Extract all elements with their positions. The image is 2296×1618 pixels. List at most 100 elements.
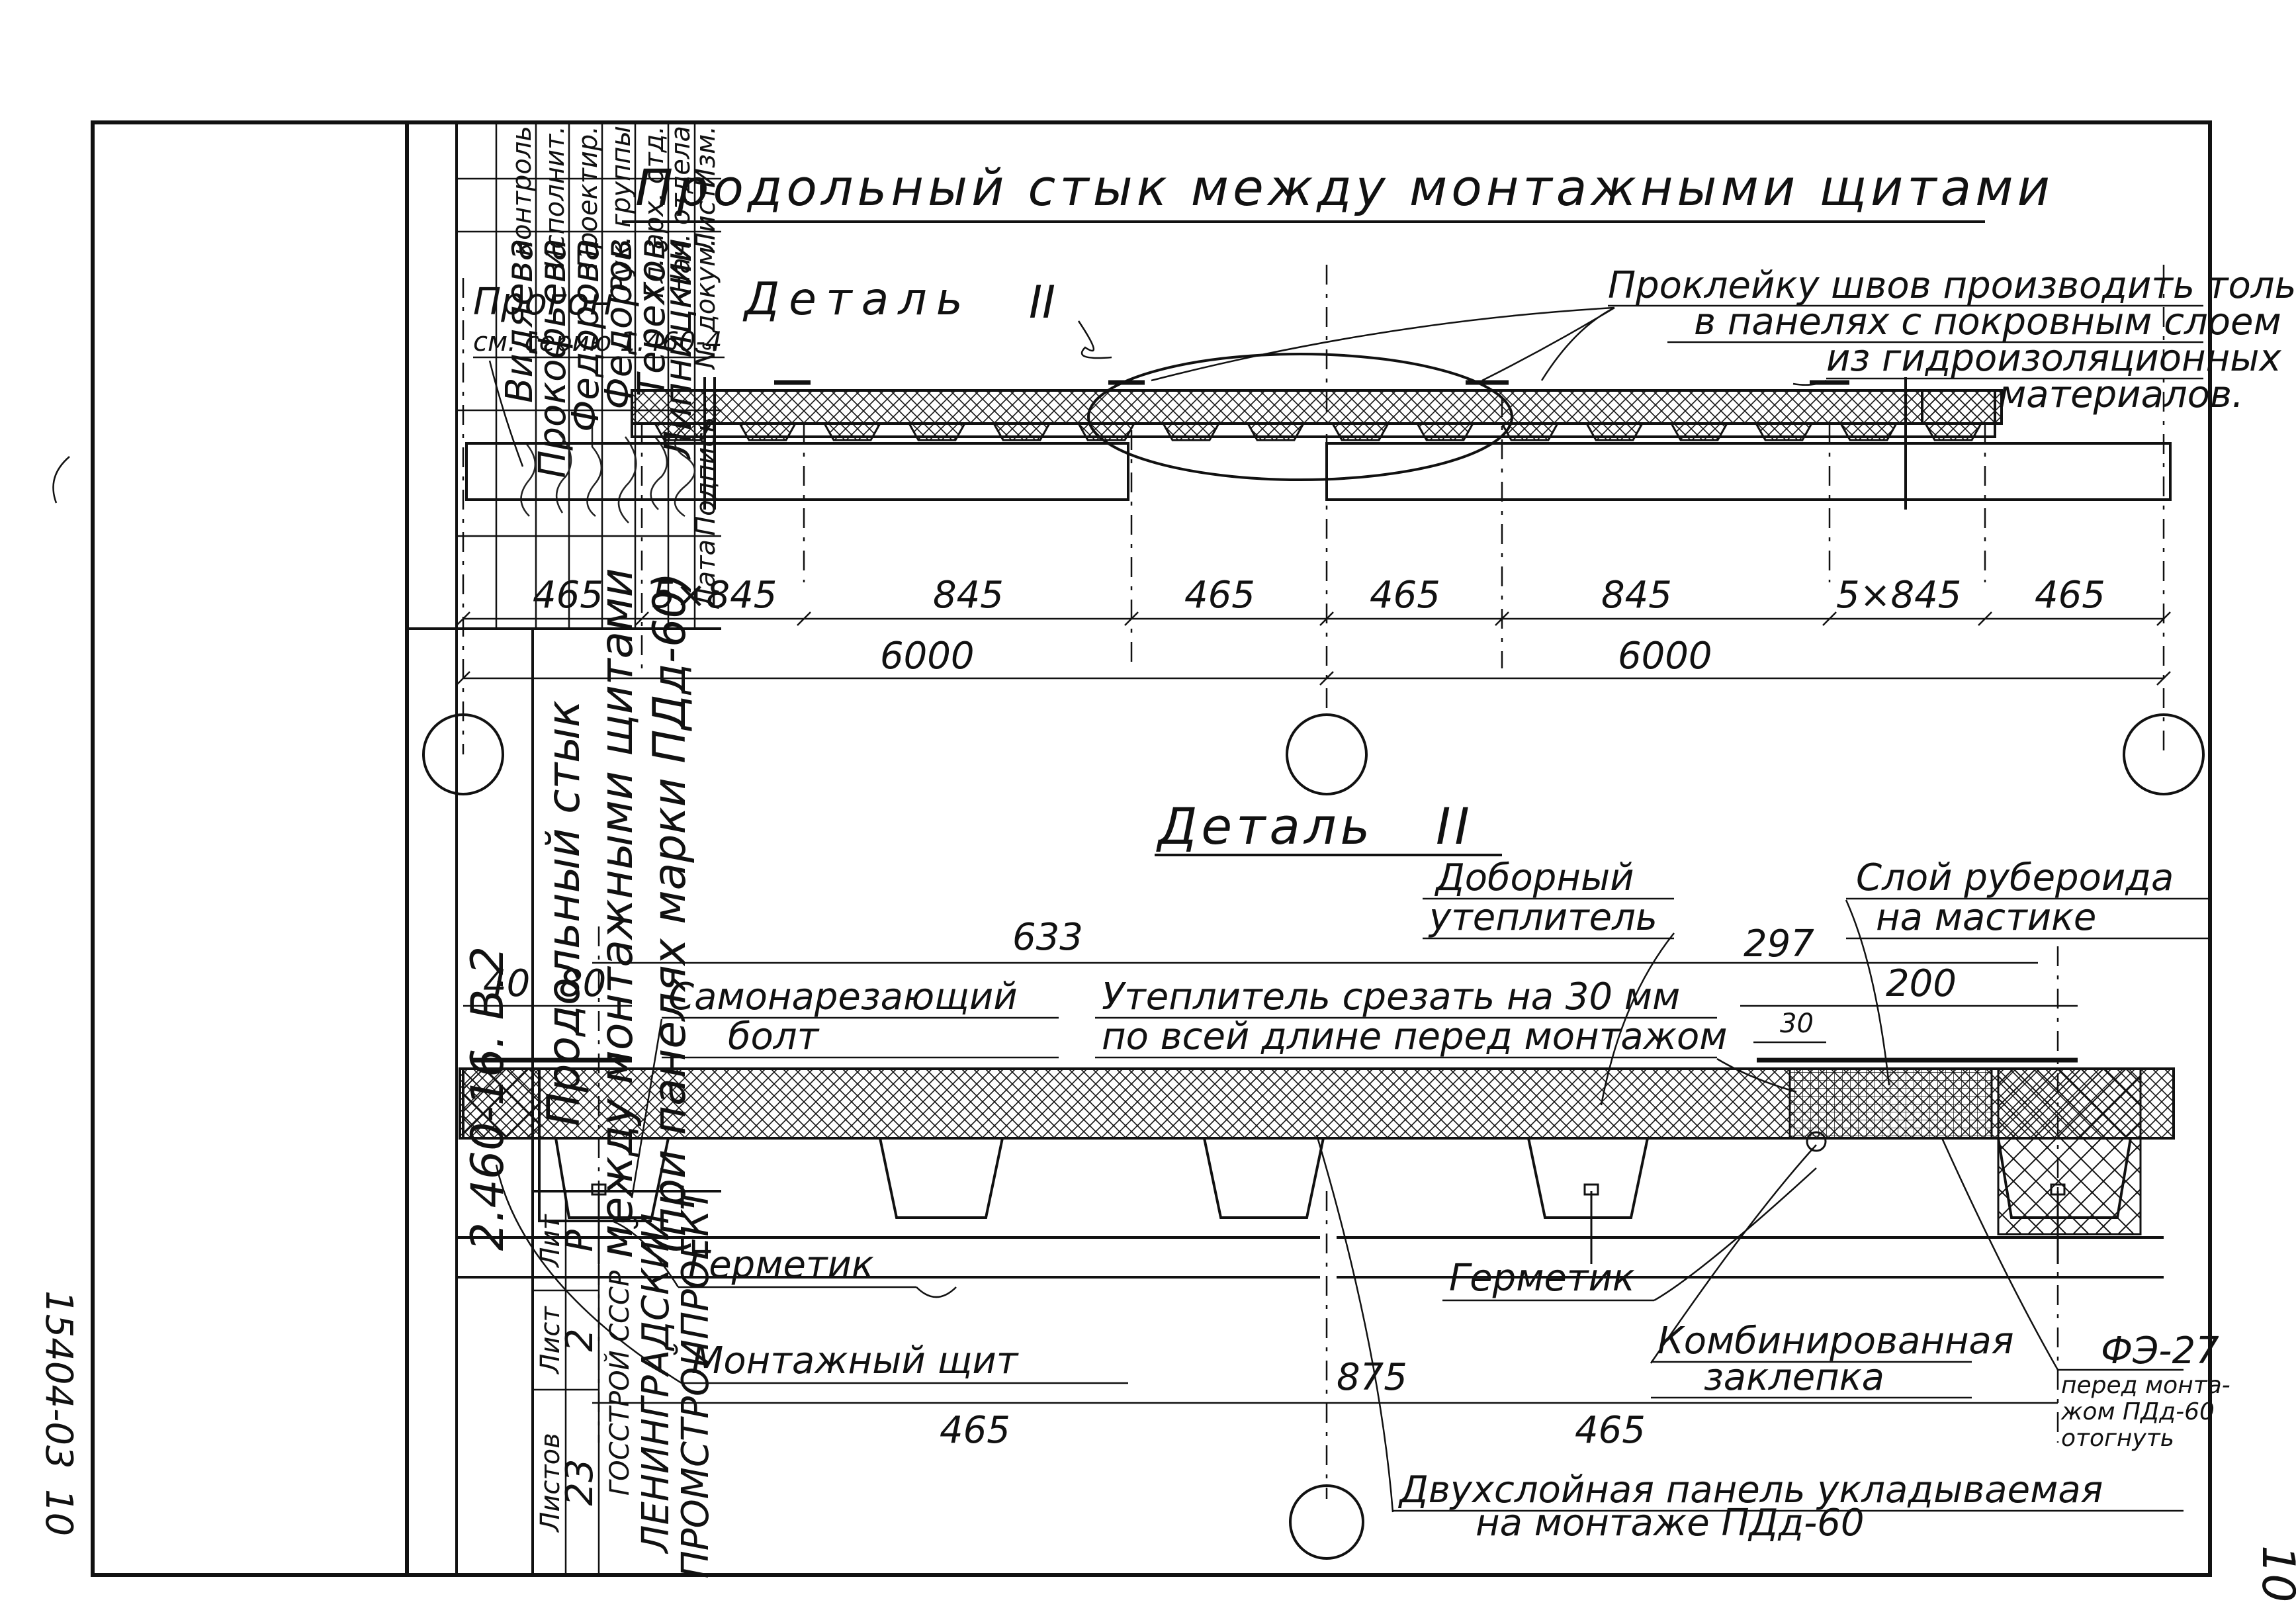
stage-value: Р [558,1230,601,1252]
page-number: 10 [2252,1545,2296,1603]
archive-num: 10 [37,1489,80,1536]
note-line-1: Проклейку швов производить только [1608,264,2296,307]
margin-code: 15404-03 10 [37,1290,80,1536]
sheet-value: 2 [558,1328,601,1352]
rivet-label-1: Комбинированная [1657,1320,2014,1363]
detail-ref: Деталь [742,273,972,326]
panel-label-2: на монтаже ПДд-60 [1476,1502,1865,1545]
name-4: Федорова [564,238,607,432]
org-line-1: ГОССТРОЙ СССР [603,1270,635,1496]
header-doc: № докум. [691,238,721,370]
note-line-3: из гидроизоляционных [1826,337,2281,380]
purlin [465,442,1129,501]
sheets-value: 23 [558,1459,601,1506]
profile-rib [1924,423,1982,441]
role-6: контроль [507,126,537,256]
title-block: Изм. Лист № докум. Подпись Дата Нач. отд… [407,122,721,1578]
profile-rib [993,423,1051,441]
sheet-info: Лит Лист Листов Р 2 23 ГОССТРОЙ СССР ЛЕН… [531,1185,717,1578]
axis-circle-right [2123,713,2205,795]
dim-6: 845 [1601,574,1672,617]
name-6: Видяева [498,238,541,403]
main-title: Продольный стык между монтажными щитами [635,158,2054,217]
profile-rib [1585,423,1644,441]
profiled-deck [543,1137,1853,1219]
profile-rib [1670,423,1728,441]
axis-circle-detail [1289,1484,1364,1560]
dim-3: 845 [933,574,1004,617]
fe-label-2: перед монта- [2061,1372,2230,1399]
detail-oval [1087,353,1513,481]
dim-40: 40 [483,962,530,1005]
header-list: Лист [691,184,721,253]
rivet-label-2: заклепка [1704,1356,1884,1399]
purlin-label: Прогон [473,281,613,324]
stamp-table: Изм. Лист № докум. Подпись Дата Нач. отд… [407,122,721,1576]
span-dim-1: 6000 [880,635,975,678]
span-dim-2: 6000 [1618,635,1712,678]
fe-label-1: ФЭ-27 [2101,1329,2219,1372]
dim-465-right: 465 [1575,1409,1646,1452]
cut-label-1: Утеплитель срезать на 30 мм [1102,975,1680,1018]
dim-30: 30 [1780,1009,1814,1039]
dim-465-left: 465 [940,1409,1010,1452]
sheet-header: Лист [535,1306,566,1375]
role-1: Нач. отдела [666,126,696,294]
dobor-label-2: утеплитель [1428,896,1657,939]
profile-rib [1247,423,1305,441]
sealant-label-right: Герметик [1449,1257,1635,1300]
dim-200: 200 [1886,962,1957,1005]
detail-ref-num: II [1029,277,1055,329]
dim-80: 80 [559,962,606,1005]
desc-line-3: (при панелях марки ПДд-60) [644,572,696,1255]
purlin-series: см. серию 1.460-4 [473,327,722,357]
margin-mark [52,456,70,504]
screw-label-1: Самонарезающий [668,975,1018,1018]
svg-text:10: 10 [2252,1545,2296,1603]
profile-rib [1162,423,1220,441]
profile-rib [908,423,966,441]
profile-rib [654,423,712,441]
detail-title-num: II [1436,797,1474,856]
dim-8: 465 [2035,574,2105,617]
dim-2: 5×845 [652,574,777,617]
dim-5: 465 [1370,574,1440,617]
profile-rib [738,423,797,441]
dobor-label-1: Добoрный [1434,856,1634,899]
profile-rib [1755,423,1813,441]
ruberoid-label-1: Слой рубероида [1856,856,2174,899]
cut-label-2: по всей длине перед монтажом [1102,1015,1728,1058]
screw-label-2: болт [728,1015,820,1058]
profile-rib [1416,423,1474,441]
outer-frame [91,120,2212,1577]
role-3: Рук. группы [606,126,637,292]
fe-label-4: отогнуть [2061,1425,2174,1452]
axis-circle-mid [1286,713,1368,795]
name-2: Терехов [631,238,674,396]
archive-code: 15404-03 [37,1290,80,1469]
shield-label: Монтажный щит [691,1339,1019,1382]
header-date: Дата [691,539,721,609]
role-4: Проектир. [573,126,603,269]
dim-633: 633 [1012,916,1083,959]
detail-ii: Деталь II [457,797,2230,1560]
top-drawing: 465 5×845 845 465 465 845 5×845 465 6000… [422,264,2296,795]
panel-label-1: Двухслойная панель укладываемая [1397,1468,2103,1511]
sealant-label-left: Герметик [688,1243,874,1286]
note-line-4: материалов. [1998,373,2244,416]
profiled-sheet [654,423,1982,441]
sheets-header: Листов [535,1433,566,1533]
dim-7: 5×845 [1836,574,1961,617]
profile-rib [1077,423,1135,441]
detail-title: Деталь [1156,797,1374,856]
name-5: Прокофьева [531,238,574,478]
dim-297: 297 [1744,922,1814,966]
top-panel [631,389,1996,425]
fe-label-3: жом ПДд-60 [2060,1398,2215,1425]
dim-1: 465 [533,574,603,617]
description-block: Продольный стык между монтажными щитами … [533,568,721,1259]
combined-rivet [1806,1131,1827,1152]
org-line-3: ПРОМСТРОЙПРОЕКТ [674,1185,717,1578]
note-line-2: в панелях с покровным слоем [1694,300,2281,343]
